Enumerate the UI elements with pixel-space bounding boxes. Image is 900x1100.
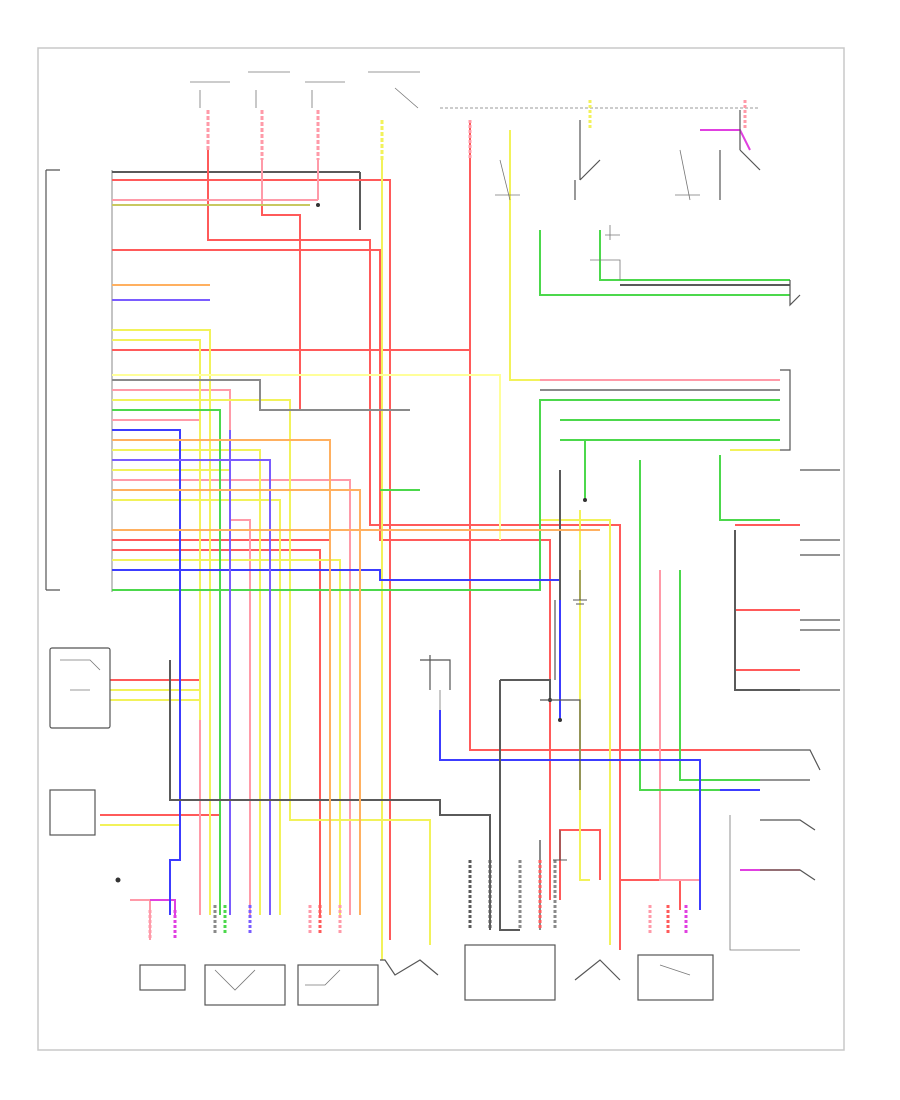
splice-2 bbox=[583, 498, 587, 502]
wire-yellow-12 bbox=[509, 130, 540, 381]
connector-7 bbox=[637, 954, 714, 1001]
wire-green-10 bbox=[719, 455, 780, 521]
wire-gray-3 bbox=[169, 660, 491, 930]
ignition-switch-relay bbox=[495, 120, 601, 201]
overdrive-switch bbox=[789, 280, 801, 307]
splice-4 bbox=[558, 718, 562, 722]
connector-6 bbox=[574, 959, 621, 981]
ground-symbols bbox=[553, 570, 587, 861]
diagram-frame bbox=[37, 47, 845, 1051]
center-module bbox=[540, 600, 581, 790]
vehicle-speed-sensor bbox=[590, 225, 621, 280]
wire-yellow-3 bbox=[112, 339, 201, 720]
wire-red-3 bbox=[261, 160, 301, 410]
wire-green-7 bbox=[639, 460, 720, 791]
connector-4 bbox=[380, 959, 439, 976]
wire-magenta-3 bbox=[150, 899, 176, 915]
wire-gray-7 bbox=[500, 679, 551, 700]
wire-gray-6 bbox=[734, 530, 800, 691]
wire-yellow-5 bbox=[112, 449, 261, 915]
relay-left bbox=[49, 647, 111, 729]
wire-blue-1 bbox=[112, 569, 561, 720]
wire-pink-6 bbox=[112, 479, 351, 915]
wire-gray-8 bbox=[499, 680, 520, 931]
wire-pink-7 bbox=[659, 570, 700, 881]
wire-yellow-2 bbox=[112, 329, 211, 915]
splice-1 bbox=[316, 203, 320, 207]
wire-green-6 bbox=[560, 439, 780, 500]
fuse-1 bbox=[190, 81, 230, 150]
wire-red-8 bbox=[112, 549, 321, 915]
wire-green-9 bbox=[679, 570, 760, 781]
wire-green-1 bbox=[539, 230, 790, 296]
brake-switch bbox=[675, 110, 761, 201]
wire-yellow-8 bbox=[112, 559, 341, 915]
wire-blue-2 bbox=[112, 429, 181, 915]
fuse-3 bbox=[305, 81, 345, 160]
fuse-2 bbox=[248, 71, 290, 160]
wire-green-3 bbox=[112, 409, 221, 915]
wire-yellow-7 bbox=[112, 499, 281, 915]
wire-magenta-1 bbox=[700, 129, 751, 151]
connector-5 bbox=[464, 944, 556, 1001]
ground-left bbox=[115, 877, 121, 883]
splices bbox=[316, 203, 587, 722]
wire-pink-2 bbox=[261, 160, 383, 205]
wires bbox=[100, 120, 800, 960]
wire-red-1 bbox=[112, 179, 391, 940]
wire-orange-1 bbox=[112, 439, 331, 915]
throttle-position-sensor bbox=[420, 655, 451, 710]
wire-pink-5 bbox=[112, 419, 201, 915]
wire-red-10 bbox=[619, 870, 681, 910]
sensor-right-1 bbox=[760, 749, 821, 781]
wire-yellow-10 bbox=[110, 689, 200, 701]
bottom-connectors bbox=[139, 944, 714, 1006]
connector-1 bbox=[139, 964, 186, 991]
wire-red-5 bbox=[469, 120, 760, 751]
right-connector-bank bbox=[780, 369, 840, 691]
connector-2 bbox=[204, 964, 286, 1006]
wire-blue-6 bbox=[112, 459, 271, 915]
sensor-right-2 bbox=[729, 815, 816, 951]
wire-pink-1 bbox=[112, 160, 319, 201]
wire-yellow-15 bbox=[112, 374, 501, 540]
fuse-4 bbox=[368, 71, 420, 160]
connector-3 bbox=[297, 964, 379, 1006]
wire-yellow-14 bbox=[540, 519, 611, 945]
wire-yellow-9 bbox=[579, 510, 590, 881]
sensor-left bbox=[49, 789, 96, 836]
wire-red-2 bbox=[207, 150, 621, 950]
wire-gray-2 bbox=[112, 379, 410, 411]
wire-pink-9 bbox=[130, 899, 151, 940]
wire-yellow-4 bbox=[112, 399, 431, 945]
wire-green-2 bbox=[599, 230, 790, 281]
wire-green-4 bbox=[112, 399, 780, 591]
terminal-pins bbox=[148, 100, 747, 940]
wire-orange-2 bbox=[112, 489, 361, 915]
wire-red-4 bbox=[112, 249, 551, 900]
wire-blue-3 bbox=[439, 710, 701, 910]
